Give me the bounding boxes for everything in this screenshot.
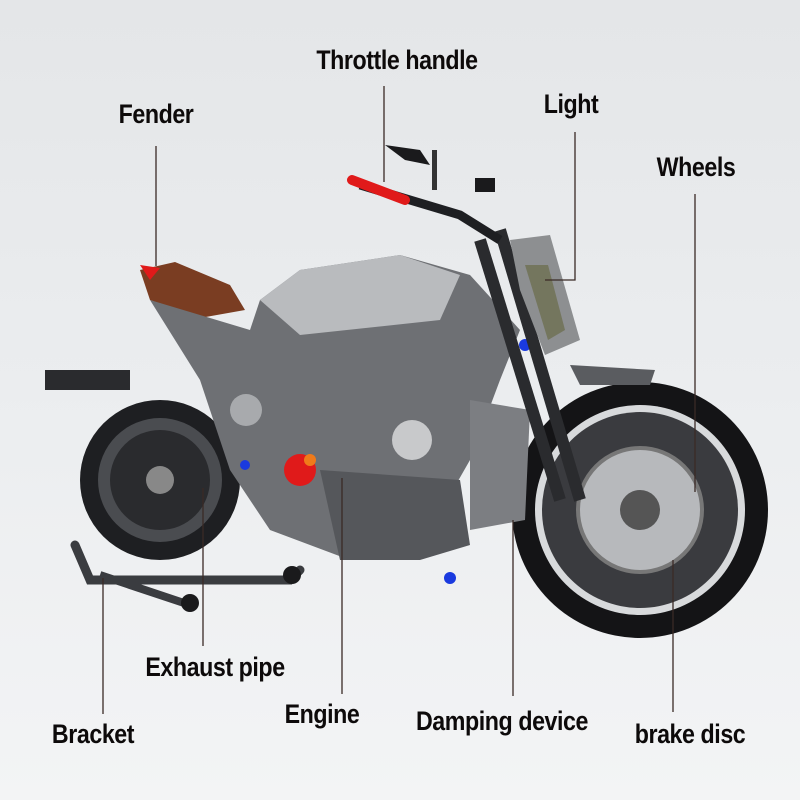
label-fender: Fender: [118, 99, 194, 129]
motorcycle: [45, 145, 768, 638]
label-damping-device: Damping device: [415, 706, 589, 736]
leader-lines: [102, 86, 696, 714]
label-engine: Engine: [284, 699, 360, 729]
label-light: Light: [543, 89, 599, 119]
label-throttle-handle: Throttle handle: [316, 45, 478, 75]
label-wheels: Wheels: [656, 152, 736, 182]
label-brake-disc: brake disc: [634, 719, 746, 749]
label-bracket: Bracket: [51, 719, 135, 749]
label-exhaust-pipe: Exhaust pipe: [145, 652, 285, 682]
